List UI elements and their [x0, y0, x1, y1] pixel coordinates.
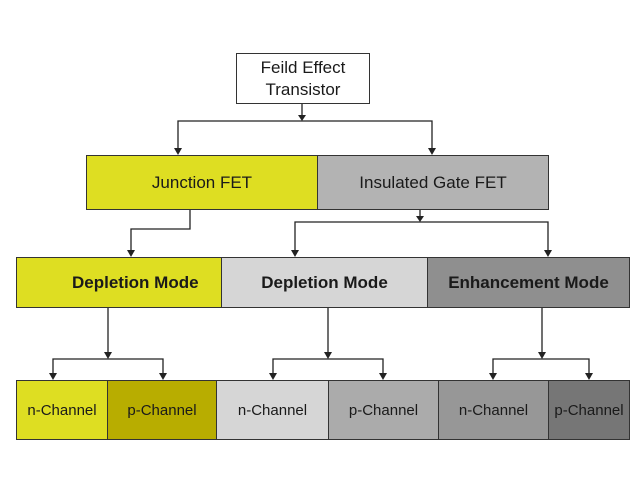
- jfet-depletion-mode-label: Depletion Mode: [72, 272, 199, 292]
- connector-jfet: [130, 210, 191, 250]
- arrowhead: [104, 352, 112, 359]
- channel-node: n-Channel: [16, 380, 108, 440]
- arrowhead: [127, 250, 135, 257]
- channel-node: p-Channel: [328, 380, 439, 440]
- insulated-gate-fet-label: Insulated Gate FET: [359, 172, 507, 192]
- junction-fet-label: Junction FET: [151, 172, 253, 192]
- arrowhead: [291, 250, 299, 257]
- arrowhead: [174, 148, 182, 155]
- igfet-depletion-mode-node: Depletion Mode: [221, 257, 428, 308]
- connector-mode3-branch: [492, 358, 590, 373]
- channel-label: n-Channel: [458, 401, 529, 419]
- channel-node: n-Channel: [216, 380, 329, 440]
- channel-node: p-Channel: [107, 380, 217, 440]
- channel-label: p-Channel: [127, 401, 197, 419]
- jfet-depletion-mode-node: Depletion Mode: [16, 257, 222, 308]
- insulated-gate-fet-node: Insulated Gate FET: [317, 155, 549, 210]
- channel-label: n-Channel: [237, 401, 308, 419]
- connector-igfet-branch: [294, 221, 549, 250]
- arrowhead: [298, 115, 306, 121]
- arrowhead: [49, 373, 57, 380]
- arrowhead: [489, 373, 497, 380]
- root-node: Feild Effect Transistor: [236, 53, 370, 104]
- connector-mode1-branch: [52, 358, 164, 373]
- junction-fet-node: Junction FET: [86, 155, 318, 210]
- channel-label: p-Channel: [348, 401, 419, 419]
- channel-node: p-Channel: [548, 380, 630, 440]
- arrowhead: [379, 373, 387, 380]
- arrowhead: [416, 216, 424, 222]
- arrowhead: [538, 352, 546, 359]
- arrowhead: [159, 373, 167, 380]
- root-label: Feild Effect Transistor: [260, 57, 346, 99]
- arrowhead: [544, 250, 552, 257]
- connector-root-branch: [177, 120, 433, 148]
- connector-mode2-branch: [272, 358, 384, 373]
- arrowhead: [269, 373, 277, 380]
- arrowhead: [428, 148, 436, 155]
- channel-label: p-Channel: [554, 401, 624, 419]
- arrowhead: [585, 373, 593, 380]
- channel-label: n-Channel: [27, 401, 97, 419]
- igfet-depletion-mode-label: Depletion Mode: [261, 272, 388, 292]
- igfet-enhancement-mode-node: Enhancement Mode: [427, 257, 630, 308]
- igfet-enhancement-mode-label: Enhancement Mode: [448, 272, 609, 292]
- channel-node: n-Channel: [438, 380, 549, 440]
- arrowhead: [324, 352, 332, 359]
